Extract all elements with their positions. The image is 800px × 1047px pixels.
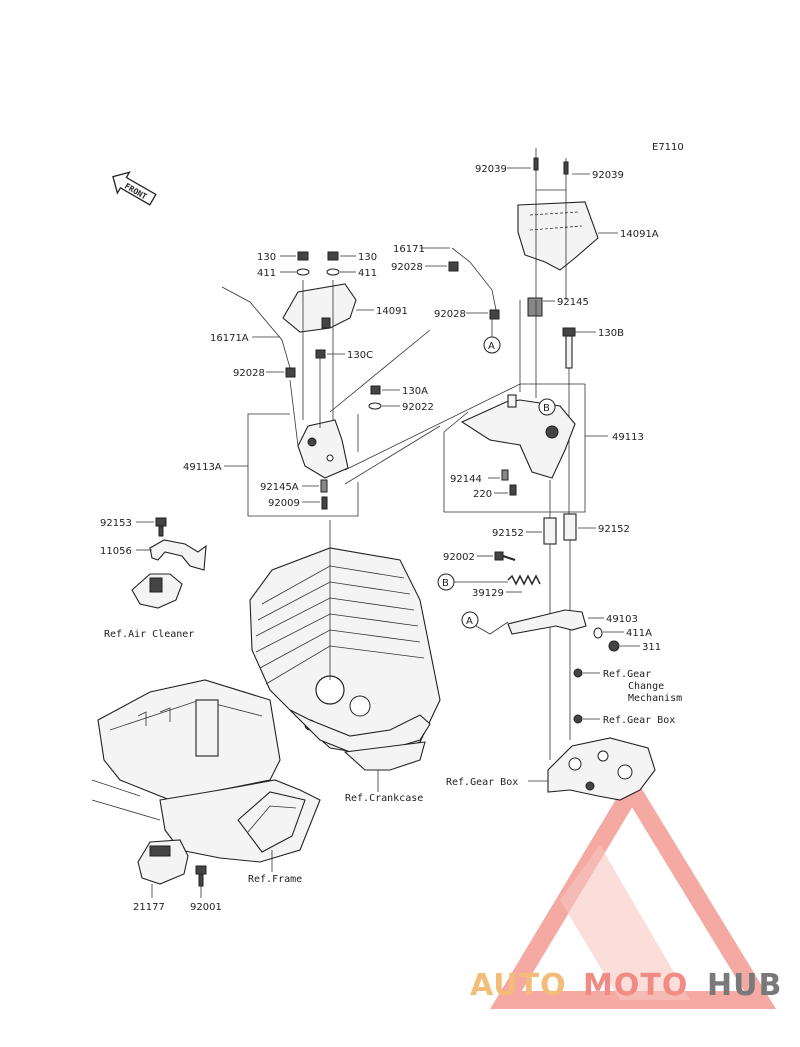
bolt-130-left	[297, 251, 309, 261]
nut-311	[608, 640, 620, 652]
assembly-49113A-frame	[224, 413, 359, 517]
label-411-left: 411	[257, 268, 276, 279]
clip-92028-mid	[489, 309, 500, 320]
label-ref-air-cleaner: Ref.Air Cleaner	[104, 629, 194, 640]
label-411A: 411A	[626, 628, 652, 639]
label-411-right: 411	[358, 268, 377, 279]
front-arrow-icon: FRONT	[112, 171, 157, 206]
bolt-92153	[155, 517, 167, 537]
label-49113: 49113	[612, 432, 644, 443]
bolt-130-right	[327, 251, 339, 261]
watermark-moto: MOTO	[583, 968, 688, 1003]
label-11056: 11056	[100, 546, 132, 557]
label-92144: 92144	[450, 474, 482, 485]
label-92039-right: 92039	[592, 170, 624, 181]
pin-220	[509, 484, 517, 496]
label-92022: 92022	[402, 402, 434, 413]
washer-92022	[368, 402, 382, 410]
label-92028-mid: 92028	[434, 309, 466, 320]
label-92001: 92001	[190, 902, 222, 913]
label-130B: 130B	[598, 328, 624, 339]
label-16171A: 16171A	[210, 333, 249, 344]
label-92152-right: 92152	[598, 524, 630, 535]
label-16171: 16171	[393, 244, 425, 255]
label-ref-gear-box-left: Ref.Gear Box	[446, 777, 518, 788]
cover-14091A	[517, 172, 599, 300]
collar-92152-right	[563, 513, 577, 541]
label-92153: 92153	[100, 518, 132, 529]
diagram-code: E7110	[652, 142, 684, 153]
bracket-49113	[460, 300, 576, 479]
watermark-logo: AUTO MOTO HUB	[470, 772, 782, 1009]
label-92039-left: 92039	[475, 164, 507, 175]
label-220: 220	[473, 489, 492, 500]
bracket-49113A	[289, 280, 349, 479]
callout-A-upper	[483, 336, 501, 354]
label-92152-left: 92152	[492, 528, 524, 539]
label-92002: 92002	[443, 552, 475, 563]
label-92145: 92145	[557, 297, 589, 308]
collar-92152-left	[543, 517, 557, 545]
frame-structure	[91, 679, 321, 863]
callout-A-lower-text: A	[466, 616, 473, 627]
label-130-right: 130	[358, 252, 377, 263]
label-92028-lower: 92028	[233, 368, 265, 379]
washer-411A	[593, 627, 603, 639]
label-130A: 130A	[402, 386, 428, 397]
spring-92145	[527, 297, 543, 317]
bolt-130A	[370, 385, 381, 395]
callout-B-upper	[538, 398, 556, 416]
spring-39129	[507, 574, 541, 586]
assembly-49113-frame	[443, 384, 608, 513]
gear-box-housing	[547, 737, 656, 801]
washer-411-right	[326, 268, 340, 276]
engine-crankcase	[249, 520, 441, 771]
clip-92028-upper	[448, 261, 459, 272]
label-39129: 39129	[472, 588, 504, 599]
label-311: 311	[642, 642, 661, 653]
bracket-11056	[149, 539, 207, 571]
watermark-auto: AUTO	[470, 968, 567, 1003]
label-92028-upper: 92028	[391, 262, 423, 273]
label-49103: 49103	[606, 614, 638, 625]
label-ref-gear-change-line2: Change	[628, 681, 664, 692]
label-21177: 21177	[133, 902, 165, 913]
label-ref-gear-change-line3: Mechanism	[628, 693, 682, 704]
bolt-130B	[562, 327, 576, 369]
bolt-130C	[315, 349, 326, 359]
label-ref-gear-change-line1: Ref.Gear	[603, 669, 651, 680]
bolt-92001	[195, 865, 207, 887]
label-ref-frame: Ref.Frame	[248, 874, 302, 885]
washer-411-left	[296, 268, 310, 276]
label-14091: 14091	[376, 306, 408, 317]
label-92009: 92009	[268, 498, 300, 509]
label-92145A: 92145A	[260, 482, 299, 493]
callout-B-upper-text: B	[543, 403, 550, 414]
label-49113A: 49113A	[183, 462, 222, 473]
callout-A-lower	[461, 611, 479, 629]
relay-21177	[137, 839, 189, 885]
label-130C: 130C	[347, 350, 373, 361]
lever-49103	[507, 609, 587, 635]
spring-92144	[501, 469, 509, 481]
callout-B-lower-text: B	[442, 578, 449, 589]
watermark-hub: HUB	[707, 968, 782, 1003]
pin-92039-left	[533, 148, 539, 172]
label-ref-crankcase: Ref.Crankcase	[345, 793, 423, 804]
pin-92039-right	[563, 158, 569, 175]
callout-A-upper-text: A	[488, 341, 495, 352]
label-130-left: 130	[257, 252, 276, 263]
clip-92028-lower	[285, 367, 296, 378]
bolt-92002	[494, 551, 516, 561]
bolt-92009	[321, 496, 328, 510]
air-cleaner-part	[131, 573, 183, 609]
cover-14091	[282, 283, 357, 333]
label-14091A: 14091A	[620, 229, 659, 240]
label-ref-gear-box-right: Ref.Gear Box	[603, 715, 675, 726]
spring-92145A	[320, 479, 328, 493]
